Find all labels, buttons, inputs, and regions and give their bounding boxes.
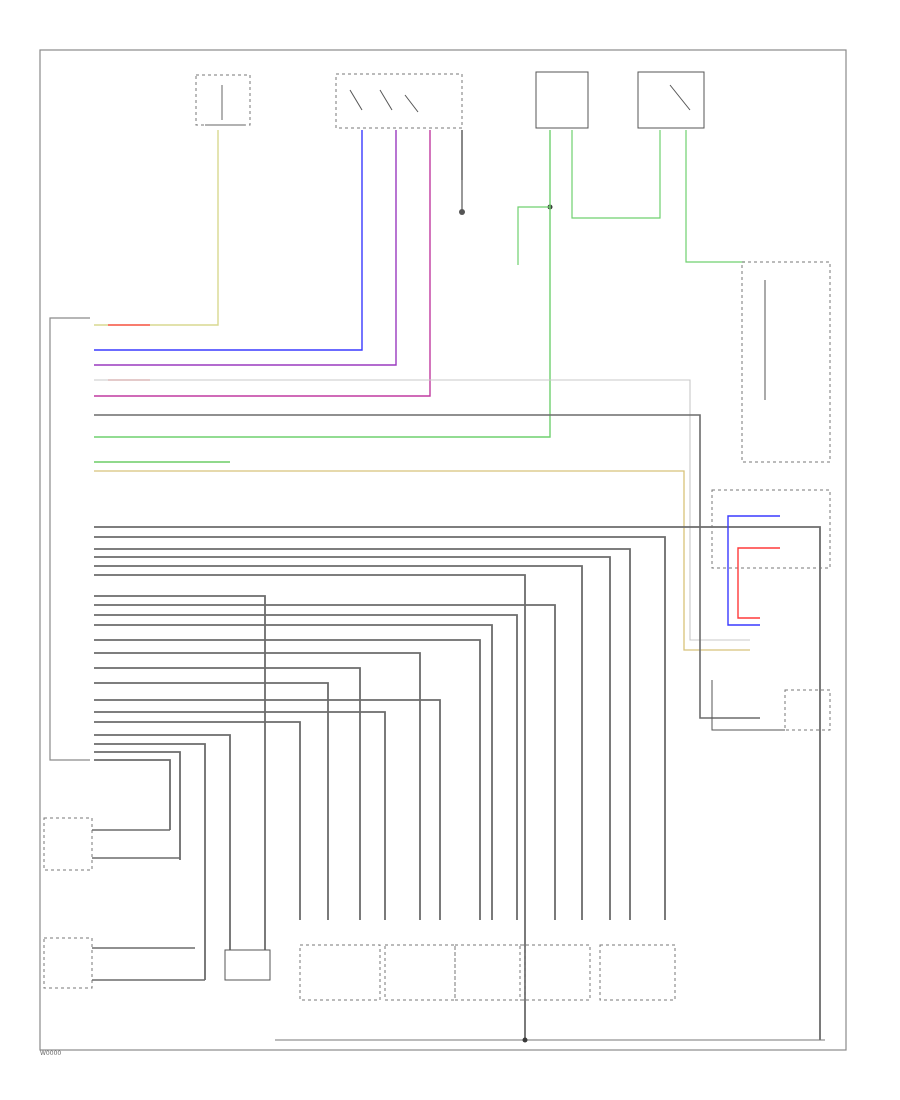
transmission-solenoids xyxy=(224,944,825,1043)
wire-blue-top xyxy=(94,130,363,351)
module-pin-stubs xyxy=(108,324,150,381)
instrument-cluster xyxy=(711,489,831,569)
wire-black-415 xyxy=(94,414,760,719)
wire-tan-right xyxy=(94,470,750,651)
center-sensor xyxy=(535,71,589,129)
footer-code: W0000 xyxy=(40,1050,62,1057)
wire-green-branch xyxy=(517,206,550,265)
wire-gray-380 xyxy=(94,379,750,641)
wire-green-right xyxy=(685,130,745,263)
vehicle-speed-sensor xyxy=(43,937,205,989)
top-left-relay xyxy=(195,74,251,126)
range-switch xyxy=(741,261,831,463)
lower-harness xyxy=(94,526,821,1040)
speed-sensor xyxy=(637,71,705,129)
throttle-position-sensor xyxy=(43,817,180,871)
wire-green-center xyxy=(94,130,551,438)
wire-yellow-top xyxy=(94,130,219,326)
wire-green-speed xyxy=(571,130,661,219)
cluster-wires xyxy=(94,461,780,626)
brake-switch xyxy=(711,680,831,731)
control-module-outline xyxy=(49,317,90,761)
ground-symbol xyxy=(459,180,465,215)
diagram-frame xyxy=(39,49,847,1051)
shift-switch xyxy=(335,73,463,129)
wire-purple-top xyxy=(94,130,397,366)
wire-magenta-top xyxy=(94,130,431,397)
